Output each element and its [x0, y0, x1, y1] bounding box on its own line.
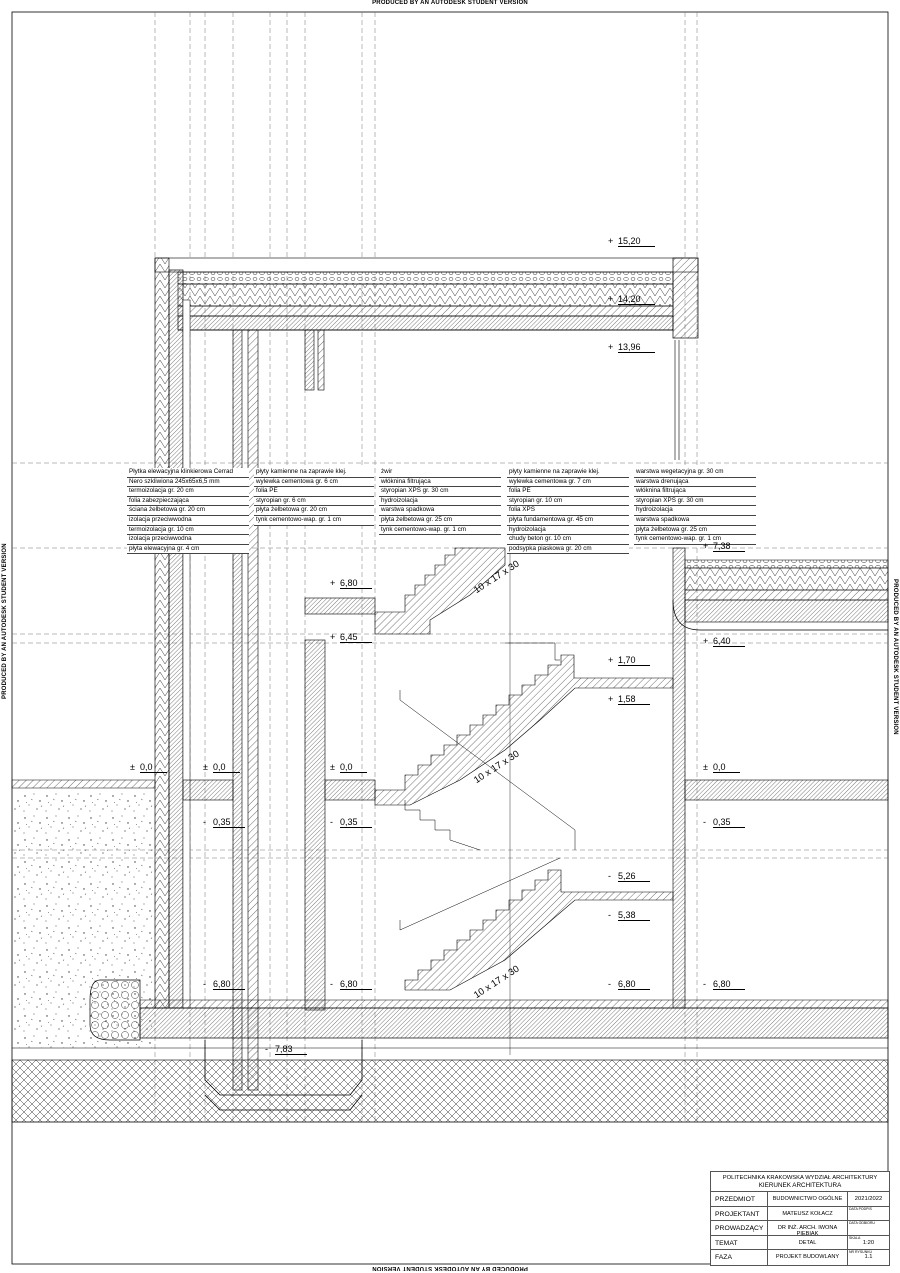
level-marker: +1,58 — [608, 694, 650, 705]
spec-line: płyta żelbetowa gr. 25 cm — [379, 516, 501, 526]
spec-line: styropian XPS gr. 30 cm — [379, 487, 501, 497]
level-marker: ±0,0 — [130, 762, 167, 773]
title-block-value: MATEUSZ KOŁACZ — [767, 1206, 847, 1220]
spec-line: płyta żelbetowa gr. 25 cm — [634, 526, 756, 536]
level-marker: ±0,0 — [703, 762, 740, 773]
level-marker: +1,70 — [608, 655, 650, 666]
title-block-extra: DATA PODPIS — [847, 1206, 889, 1220]
spec-line: styropian XPS gr. 30 cm — [634, 497, 756, 507]
spec-line: płyta żelbetowa gr. 20 cm — [254, 506, 374, 516]
watermark-top: PRODUCED BY AN AUTODESK STUDENT VERSION — [372, 0, 528, 6]
level-marker: -7,83 — [265, 1044, 307, 1055]
spec-line: ściana żelbetowa gr. 20 cm — [127, 506, 249, 516]
title-block-label: PROJEKTANT — [715, 1210, 760, 1218]
spec-line: hydroizolacja — [634, 506, 756, 516]
spec-line: Płytka elewacyjna klinkierowa Cerrad — [127, 468, 249, 478]
spec-line: termoizolacja gr. 20 cm — [127, 487, 249, 497]
spec-line: wylewka cementowa gr. 7 cm — [507, 478, 629, 488]
title-block-value: PROJEKT BUDOWLANY — [767, 1250, 847, 1265]
level-marker: -6,80 — [203, 979, 245, 990]
spec-line: hydroizolacja — [507, 526, 629, 536]
level-marker: +6,80 — [330, 578, 372, 589]
spec-line: folia zabezpieczająca — [127, 497, 249, 507]
title-block-value: BUDOWNICTWO OGÓLNE — [767, 1192, 847, 1206]
title-block-label: PRZEDMIOT — [715, 1196, 756, 1203]
spec-line: folia XPS — [507, 506, 629, 516]
spec-line: włóknina filtrująca — [379, 478, 501, 488]
spec-line: warstwa spadkowa — [634, 516, 756, 526]
title-block-label: TEMAT — [715, 1239, 738, 1247]
spec-line: izolacja przeciwwodna — [127, 516, 249, 526]
spec-line: płyta elewacyjna gr. 4 cm — [127, 545, 249, 555]
spec-line: izolacja przeciwwodna — [127, 535, 249, 545]
level-marker: +6,40 — [703, 636, 745, 647]
level-marker: -6,80 — [703, 979, 745, 990]
level-marker: +7,38 — [703, 541, 745, 552]
spec-line: płyty kamienne na zaprawie klej. — [254, 468, 374, 478]
level-marker: ±0,0 — [203, 762, 240, 773]
title-block-extra: DATA ODBIORU — [847, 1221, 889, 1235]
title-block-label: FAZA — [715, 1254, 732, 1261]
spec-line: folia PE — [254, 487, 374, 497]
spec-line: warstwa spadkowa — [379, 506, 501, 516]
spec-line: żwir — [379, 468, 501, 478]
title-block-label: PROWADZĄCY — [715, 1225, 764, 1232]
spec-line: wylewka cementowa gr. 6 cm — [254, 478, 374, 488]
level-marker: -0,35 — [203, 817, 245, 828]
spec-line: Nero szkliwiona 245x65x6,5 mm — [127, 478, 249, 488]
spec-line: termoizolacja gr. 10 cm — [127, 526, 249, 536]
spec-foundation-layers: płyty kamienne na zaprawie klej.wylewka … — [507, 468, 629, 555]
level-marker: -6,80 — [330, 979, 372, 990]
level-marker: -6,80 — [608, 979, 650, 990]
spec-line: płyta fundamentowa gr. 45 cm — [507, 516, 629, 526]
title-block: POLITECHNIKA KRAKOWSKA WYDZIAŁ ARCHITEKT… — [710, 1171, 890, 1266]
title-block-value: DR INŻ. ARCH. IWONA PIEBIAK — [767, 1221, 847, 1237]
level-marker: -5,38 — [608, 910, 650, 921]
title-block-extra: 2021/2022 — [847, 1192, 889, 1206]
spec-line: tynk cementowo-wap. gr. 1 cm — [379, 526, 501, 536]
level-marker: -0,35 — [703, 817, 745, 828]
level-marker: +6,45 — [330, 632, 372, 643]
level-marker: +14,20 — [608, 294, 655, 305]
spec-line: płyty kamienne na zaprawie klej. — [507, 468, 629, 478]
spec-line: styropian gr. 6 cm — [254, 497, 374, 507]
spec-line: chudy beton gr. 10 cm — [507, 535, 629, 545]
level-marker: +13,96 — [608, 342, 655, 353]
spec-line: podsypka piaskowa gr. 20 cm — [507, 545, 629, 555]
spec-line: hydroizolacja — [379, 497, 501, 507]
level-marker: ±0,0 — [330, 762, 367, 773]
spec-line: warstwa drenująca — [634, 478, 756, 488]
spec-line: styropian gr. 10 cm — [507, 497, 629, 507]
spec-line: tynk cementowo-wap. gr. 1 cm — [254, 516, 374, 526]
level-marker: -5,26 — [608, 871, 650, 882]
spec-floor-layers: płyty kamienne na zaprawie klej.wylewka … — [254, 468, 374, 526]
spec-line: warstwa wegetacyjna gr. 30 cm — [634, 468, 756, 478]
title-block-header: POLITECHNIKA KRAKOWSKA WYDZIAŁ ARCHITEKT… — [711, 1172, 889, 1192]
level-marker: +15,20 — [608, 236, 655, 247]
spec-line: tynk cementowo-wap. gr. 1 cm — [634, 535, 756, 545]
spec-line: włóknina filtrująca — [634, 487, 756, 497]
program-name: KIERUNEK ARCHITEKTURA — [758, 1182, 842, 1189]
school-name: POLITECHNIKA KRAKOWSKA WYDZIAŁ ARCHITEKT… — [722, 1175, 878, 1181]
level-marker: -0,35 — [330, 817, 372, 828]
spec-line: folia PE — [507, 487, 629, 497]
title-block-value: DETAL — [767, 1235, 847, 1249]
